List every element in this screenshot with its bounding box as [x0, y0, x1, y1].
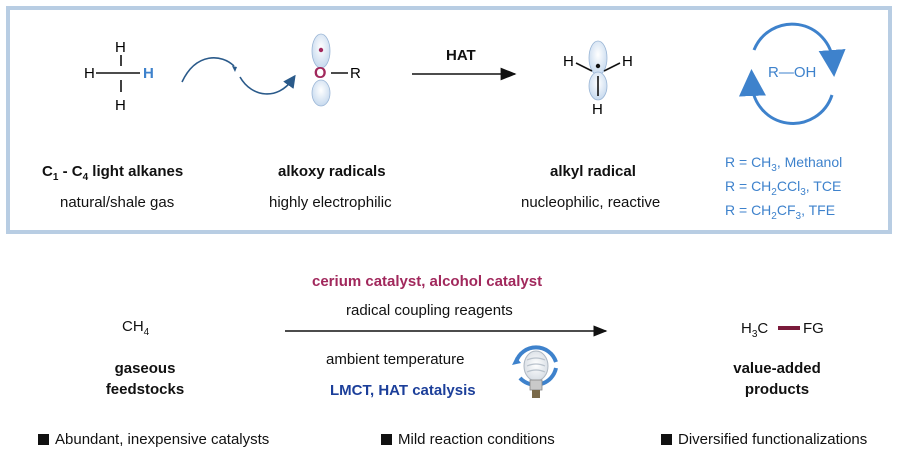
alkoxy-radical-structure: O R [311, 33, 361, 107]
alkoxy-title: alkoxy radicals [278, 163, 386, 180]
r-value-methanol: R = CH3, Methanol [725, 154, 843, 174]
catalysts-label: cerium catalyst, alcohol catalyst [312, 273, 543, 290]
r-value-tfe: R = CH2CF3, TFE [725, 202, 836, 222]
reactant-label: gaseous feedstocks [105, 360, 185, 398]
bullet-catalysts: Abundant, inexpensive catalysts [38, 431, 269, 448]
bullet-text: Abundant, inexpensive catalysts [55, 431, 270, 448]
bullet-text: Mild reaction conditions [398, 431, 555, 448]
alkoxy-subtitle: highly electrophilic [269, 194, 392, 211]
bullet-functionalizations: Diversified functionalizations [661, 431, 867, 448]
alkanes-title: C1 - C4 light alkanes [42, 163, 184, 183]
temperature-label: ambient temperature [326, 351, 465, 368]
svg-text:H: H [115, 39, 126, 56]
hat-label: HAT [446, 47, 476, 64]
top-panel-frame [6, 6, 892, 234]
bullet-text: Diversified functionalizations [678, 431, 868, 448]
svg-text:H: H [622, 53, 633, 70]
r-value-tce: R = CH2CCl3, TCE [725, 178, 842, 198]
svg-text:R: R [350, 65, 361, 82]
svg-text:H: H [592, 101, 603, 118]
cycle-label: R—OH [768, 64, 817, 81]
wavy-arrow-icon [181, 57, 296, 95]
mechanism-label: LMCT, HAT catalysis [330, 382, 476, 399]
bullet-square-icon [661, 434, 672, 445]
alkanes-subtitle: natural/shale gas [60, 194, 175, 211]
svg-text:H: H [563, 53, 574, 70]
reactant-label-line1: gaseous [114, 360, 176, 377]
product-label-line2: products [744, 381, 810, 398]
alkyl-subtitle: nucleophilic, reactive [521, 194, 661, 211]
reactant-label-line2: feedstocks [105, 381, 185, 398]
bullet-square-icon [38, 434, 49, 445]
lightbulb-icon [512, 345, 558, 398]
product-label: value-added products [722, 360, 832, 398]
alcohol-cycle-icon [738, 22, 846, 125]
methane-structure: H H H H [84, 39, 154, 114]
svg-text:H: H [115, 97, 126, 114]
svg-text:H: H [84, 65, 95, 82]
product-fg: FG [803, 320, 824, 337]
product-h3c: H3C [741, 320, 769, 340]
svg-text:H: H [143, 65, 154, 82]
reagents-label: radical coupling reagents [346, 302, 513, 319]
reactant-methane: CH4 [122, 318, 150, 338]
alkyl-title: alkyl radical [550, 163, 636, 180]
bullet-square-icon [381, 434, 392, 445]
methyl-radical-structure: H H H [563, 40, 633, 118]
product-label-line1: value-added [733, 360, 821, 377]
bullet-conditions: Mild reaction conditions [381, 431, 555, 448]
svg-text:O: O [314, 65, 326, 82]
